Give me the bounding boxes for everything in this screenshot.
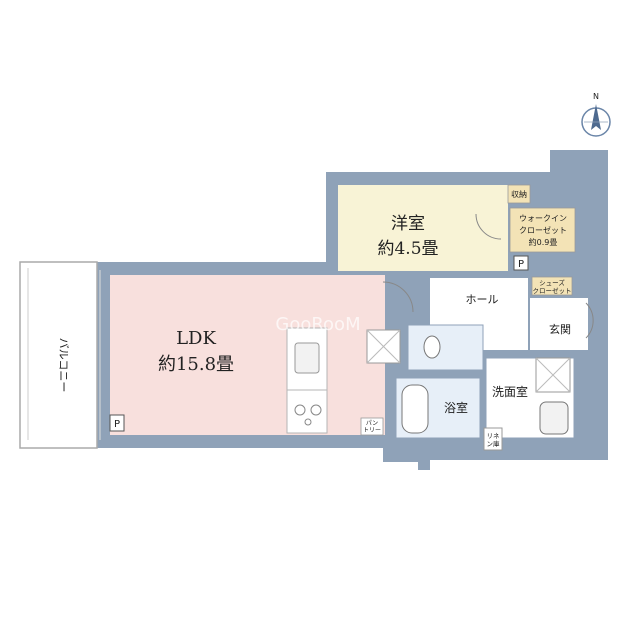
western-room-name: 洋室 <box>391 214 425 234</box>
watermark-text: GooRooM <box>275 314 360 335</box>
linen-label-2: ン庫 <box>487 439 501 448</box>
walk-in-closet-floor <box>509 207 576 253</box>
ldk-size: 約15.8畳 <box>158 354 234 375</box>
toilet-icon <box>423 335 441 359</box>
pipe-space-marker <box>513 255 529 271</box>
toilet-room <box>407 324 484 371</box>
walk-in-closet-label-2: クローゼット <box>519 225 567 235</box>
walk-in-closet-label-1: ウォークイン <box>519 214 567 223</box>
washbasin-icon <box>539 401 569 435</box>
pantry-label-1: パン <box>366 420 378 427</box>
pipe-space-label: P <box>114 419 120 430</box>
ldk-name: LDK <box>176 328 216 349</box>
linen-box <box>483 427 503 451</box>
linen-label-1: リネ <box>487 432 501 440</box>
bath-label: 浴室 <box>444 400 468 415</box>
door-swing <box>585 302 594 339</box>
shoes-closet-box <box>531 276 573 296</box>
door-swing <box>382 281 414 313</box>
balcony-label: バルコニー <box>57 338 70 393</box>
ldk-floor <box>110 275 385 435</box>
closet-x <box>366 329 401 364</box>
walk-in-closet-size: 約0.9畳 <box>529 237 558 247</box>
shoes-closet-label-1: シューズ <box>539 278 565 287</box>
pantry-label-2: トリー <box>363 427 381 434</box>
stove-burner-icon <box>304 418 312 426</box>
western-room-size: 約4.5畳 <box>377 239 438 259</box>
storage-box <box>507 184 531 204</box>
stove-burner-icon <box>310 404 322 416</box>
door-swing <box>475 213 502 240</box>
washer-x <box>535 357 571 393</box>
north-label: N <box>593 92 599 101</box>
shoes-closet-label-2: クローゼット <box>533 286 572 295</box>
storage-label: 収納 <box>511 189 527 199</box>
north-compass-icon <box>581 104 611 137</box>
bathtub-icon <box>401 384 429 434</box>
hall-label: ホール <box>466 293 499 306</box>
balcony-floor <box>19 261 98 449</box>
pipe-space-label: P <box>518 259 524 270</box>
entrance-label: 玄関 <box>549 322 571 336</box>
sink-icon <box>294 342 320 374</box>
entrance-floor <box>530 298 588 350</box>
pantry-box <box>360 417 384 436</box>
stove-burner-icon <box>294 404 306 416</box>
washroom-label: 洗面室 <box>492 384 528 399</box>
pipe-space-marker <box>109 414 125 432</box>
